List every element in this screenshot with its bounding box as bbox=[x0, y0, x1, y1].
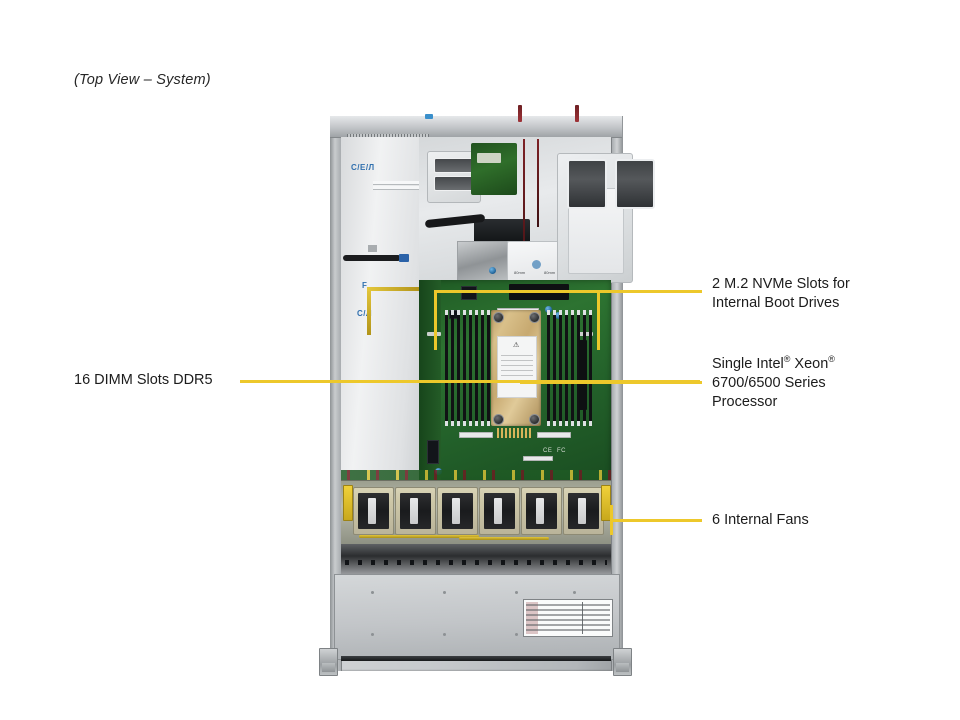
dimm-slot bbox=[445, 310, 448, 426]
psu-bay bbox=[567, 159, 607, 209]
cpu-label-line3: Processor bbox=[712, 394, 778, 410]
fan-cable bbox=[359, 535, 479, 538]
dimm-slot bbox=[577, 310, 580, 426]
dimm-slot bbox=[559, 310, 562, 426]
callout-dimm-slots: 16 DIMM Slots DDR5 bbox=[74, 372, 213, 388]
rear-compartment: 80mm 80mm bbox=[419, 137, 655, 297]
dimm-slot bbox=[547, 310, 550, 426]
leader-line-dimm bbox=[240, 380, 700, 383]
mounting-foot-right bbox=[613, 648, 632, 676]
front-panel-header bbox=[459, 432, 493, 438]
leader-line-m2 bbox=[434, 290, 702, 293]
warning-triangle-icon: ⚠ bbox=[513, 342, 520, 349]
dimm-slot bbox=[571, 310, 574, 426]
fan-module[interactable] bbox=[521, 487, 562, 535]
view-caption: (Top View – System) bbox=[74, 72, 211, 88]
heatsink-instruction-label: ⚠ bbox=[497, 336, 537, 398]
leader-line-fans bbox=[610, 519, 702, 522]
front-bezel-panel bbox=[334, 574, 620, 660]
specification-label bbox=[523, 599, 613, 637]
flat-ribbon-cable bbox=[343, 255, 401, 261]
dimm-slot bbox=[487, 310, 490, 426]
side-marking-2: F bbox=[362, 281, 368, 290]
duct-text: 80mm bbox=[514, 270, 526, 275]
red-release-tab bbox=[575, 105, 579, 122]
front-bottom-edge bbox=[341, 656, 611, 661]
heatsink-screw bbox=[529, 312, 540, 323]
side-label-square bbox=[368, 245, 377, 252]
gold-finger-connector bbox=[497, 428, 531, 438]
dimm-slot bbox=[565, 310, 568, 426]
front-backplane-shelf bbox=[341, 544, 611, 574]
red-wire bbox=[537, 139, 539, 227]
heatsink-screw bbox=[493, 414, 504, 425]
fcc-mark: FC bbox=[557, 448, 566, 454]
fan-module[interactable] bbox=[437, 487, 478, 535]
yellow-cable-bundle bbox=[367, 287, 371, 335]
heatsink-screw bbox=[529, 414, 540, 425]
dimm-slot bbox=[481, 310, 484, 426]
ic-chip bbox=[449, 310, 459, 319]
bmc-chip bbox=[461, 286, 477, 300]
registered-icon: ® bbox=[828, 354, 835, 365]
front-panel-header bbox=[537, 432, 571, 438]
yellow-cable-bundle bbox=[367, 287, 419, 291]
dimm-slot bbox=[451, 310, 454, 426]
dimm-slot bbox=[457, 310, 460, 426]
m2-slot-right bbox=[579, 332, 593, 336]
cable-connector bbox=[399, 254, 409, 262]
dimm-slot bbox=[463, 310, 466, 426]
fan-module[interactable] bbox=[395, 487, 436, 535]
server-top-view-photo: C/E/Л F C/Л 80mm 80mm bbox=[317, 105, 655, 678]
fan-cable bbox=[459, 537, 549, 540]
dimm-slot bbox=[469, 310, 472, 426]
fan-latch-right[interactable] bbox=[601, 485, 611, 521]
leader-line-m2-left-drop bbox=[434, 290, 437, 350]
header-connector bbox=[523, 456, 553, 461]
fan-power-wires bbox=[341, 470, 611, 482]
dimm-slot bbox=[475, 310, 478, 426]
ce-mark: CE bbox=[543, 448, 553, 454]
emi-shield bbox=[457, 241, 511, 283]
red-wire bbox=[523, 139, 525, 289]
psu-bay bbox=[615, 159, 655, 209]
callout-internal-fans: 6 Internal Fans bbox=[712, 512, 809, 528]
ic-chip bbox=[427, 440, 439, 464]
backplane-pins bbox=[345, 560, 607, 565]
registered-icon: ® bbox=[783, 354, 791, 365]
leader-line-m2-right-drop bbox=[597, 290, 600, 350]
edge-connector bbox=[579, 340, 587, 410]
cpu-label-line1-b: Xeon bbox=[790, 356, 829, 372]
red-release-tab bbox=[518, 105, 522, 122]
mounting-foot-left bbox=[319, 648, 338, 676]
io-daughter-board bbox=[471, 143, 517, 195]
fan-latch-left[interactable] bbox=[343, 485, 353, 521]
callout-m2-nvme-slots: 2 M.2 NVMe Slots for Internal Boot Drive… bbox=[712, 276, 850, 311]
rear-io-block bbox=[474, 219, 530, 245]
side-marking-3: C/Л bbox=[357, 309, 373, 318]
fan-module[interactable] bbox=[353, 487, 394, 535]
heatsink-screw bbox=[493, 312, 504, 323]
dimm-slot bbox=[553, 310, 556, 426]
blue-marker bbox=[425, 114, 433, 119]
duct-text: 80mm bbox=[544, 270, 556, 275]
cpu-label-line2: 6700/6500 Series bbox=[712, 375, 826, 391]
side-marking-1: C/E/Л bbox=[351, 163, 375, 172]
cpu-heatsink: ⚠ bbox=[491, 310, 541, 426]
dimm-slot bbox=[589, 310, 592, 426]
cpu-label-line1-a: Single Intel bbox=[712, 356, 784, 372]
fan-module[interactable] bbox=[563, 487, 604, 535]
fan-tray bbox=[341, 480, 611, 545]
fan-module[interactable] bbox=[479, 487, 520, 535]
